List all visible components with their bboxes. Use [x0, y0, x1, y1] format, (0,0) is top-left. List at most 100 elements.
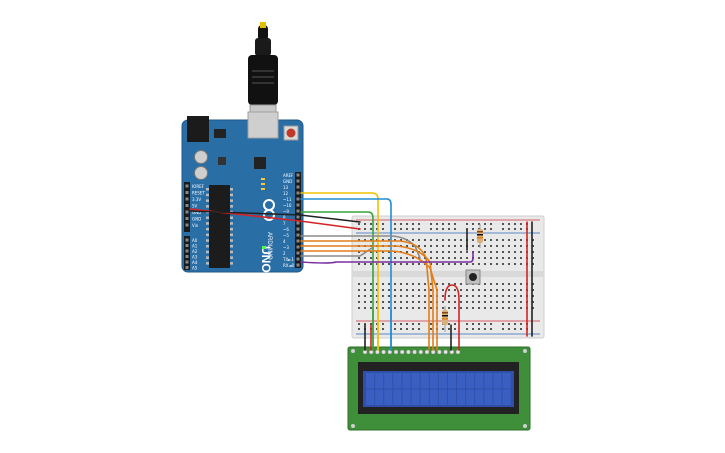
bb-hole [484, 323, 486, 325]
lcd-pin[interactable] [381, 349, 386, 355]
bb-hole [430, 228, 432, 230]
header-pin[interactable] [296, 251, 300, 255]
arduino-board[interactable]: ARDUINO UNO IOREFRESET3.3V5VGNDGNDVinA0A… [181, 111, 304, 273]
lcd-pin[interactable] [406, 349, 411, 355]
lcd-pin[interactable] [424, 349, 430, 355]
bb-hole [514, 289, 516, 291]
bb-hole [490, 283, 492, 285]
lcd-pin[interactable] [412, 349, 417, 355]
lcd-cell [475, 373, 484, 389]
wire-purple[interactable] [300, 251, 474, 264]
header-pin[interactable] [296, 257, 300, 261]
bb-hole [484, 239, 486, 241]
header-pin[interactable] [185, 266, 189, 269]
power-pin-label: 5V [192, 203, 198, 208]
wire-blue[interactable] [300, 198, 392, 351]
bb-hole [406, 223, 408, 225]
lcd-pin[interactable] [393, 349, 399, 355]
header-pin[interactable] [185, 223, 189, 227]
bb-hole [394, 228, 396, 230]
bb-hole [394, 257, 396, 259]
header-pin[interactable] [185, 260, 189, 264]
header-pin[interactable] [296, 197, 300, 201]
bb-hole [484, 263, 486, 265]
chip-pin [230, 205, 233, 208]
mount-hole [523, 349, 527, 353]
wire-orange-3[interactable] [300, 250, 438, 291]
bb-hole [466, 228, 468, 230]
lcd-pin[interactable] [437, 349, 442, 355]
header-pin[interactable] [296, 185, 300, 189]
header-pin[interactable] [185, 217, 189, 220]
header-pin[interactable] [185, 249, 189, 253]
resistor-1[interactable] [477, 224, 483, 248]
header-pin-label: ~3 [283, 245, 289, 250]
model-label: UNO [259, 246, 273, 273]
header-pin[interactable] [185, 184, 189, 188]
header-pin[interactable] [296, 221, 300, 225]
bb-hole [472, 239, 474, 241]
header-pin-label: 7 [283, 221, 286, 226]
header-pin[interactable] [185, 238, 189, 242]
power-jack [187, 116, 209, 142]
header-pin[interactable] [185, 255, 189, 258]
bb-hole [370, 307, 372, 309]
analog-pin-label: A0 [192, 238, 198, 243]
header-pin[interactable] [296, 209, 300, 213]
push-button[interactable] [465, 269, 481, 285]
bb-hole [466, 289, 468, 291]
mount-hole [523, 424, 527, 428]
lcd-pin[interactable] [375, 349, 380, 355]
header-pin[interactable] [296, 179, 300, 183]
lcd-pin[interactable] [399, 349, 405, 355]
bb-hole [412, 295, 414, 297]
header-pin[interactable] [296, 245, 300, 249]
lcd-cell [484, 373, 493, 389]
bb-hole [454, 251, 456, 253]
wire-green[interactable] [300, 211, 374, 351]
header-pin[interactable] [185, 197, 189, 201]
header-pin[interactable] [296, 173, 300, 177]
bb-hole [502, 223, 504, 225]
bb-hole [514, 223, 516, 225]
header-pin[interactable] [296, 263, 300, 267]
bb-hole [460, 301, 462, 303]
bb-hole [484, 251, 486, 253]
bb-hole [442, 295, 444, 297]
header-pin[interactable] [296, 239, 300, 243]
resistor-2[interactable] [442, 306, 448, 332]
lcd-pin[interactable] [418, 349, 424, 355]
header-pin[interactable] [296, 233, 300, 237]
lcd-pin[interactable] [449, 349, 455, 355]
header-pin[interactable] [296, 203, 300, 207]
header-pin[interactable] [296, 191, 300, 195]
bb-hole [430, 223, 432, 225]
header-pin[interactable] [185, 191, 189, 194]
bb-hole [460, 239, 462, 241]
lcd-display[interactable] [347, 346, 531, 431]
bb-hole [370, 295, 372, 297]
bb-hole [358, 223, 360, 225]
bb-hole [532, 307, 534, 309]
header-pin[interactable] [296, 215, 300, 219]
header-pin[interactable] [185, 210, 189, 214]
bb-hole [448, 257, 450, 259]
bb-hole [502, 239, 504, 241]
header-pin[interactable] [296, 227, 300, 231]
header-pin[interactable] [185, 244, 189, 247]
bb-hole [412, 307, 414, 309]
lcd-pin[interactable] [455, 349, 461, 355]
lcd-pin[interactable] [443, 349, 448, 355]
bb-hole [484, 289, 486, 291]
usb-cable[interactable] [248, 22, 278, 138]
bb-hole [478, 289, 480, 291]
wire-red-loop[interactable] [444, 284, 460, 351]
wire-black-gnd[interactable] [189, 210, 361, 223]
bb-hole [532, 289, 534, 291]
bb-hole [472, 223, 474, 225]
analog-header[interactable] [184, 236, 190, 270]
header-pin[interactable] [185, 204, 189, 207]
led-on [262, 246, 266, 249]
lcd-pin[interactable] [387, 349, 393, 355]
